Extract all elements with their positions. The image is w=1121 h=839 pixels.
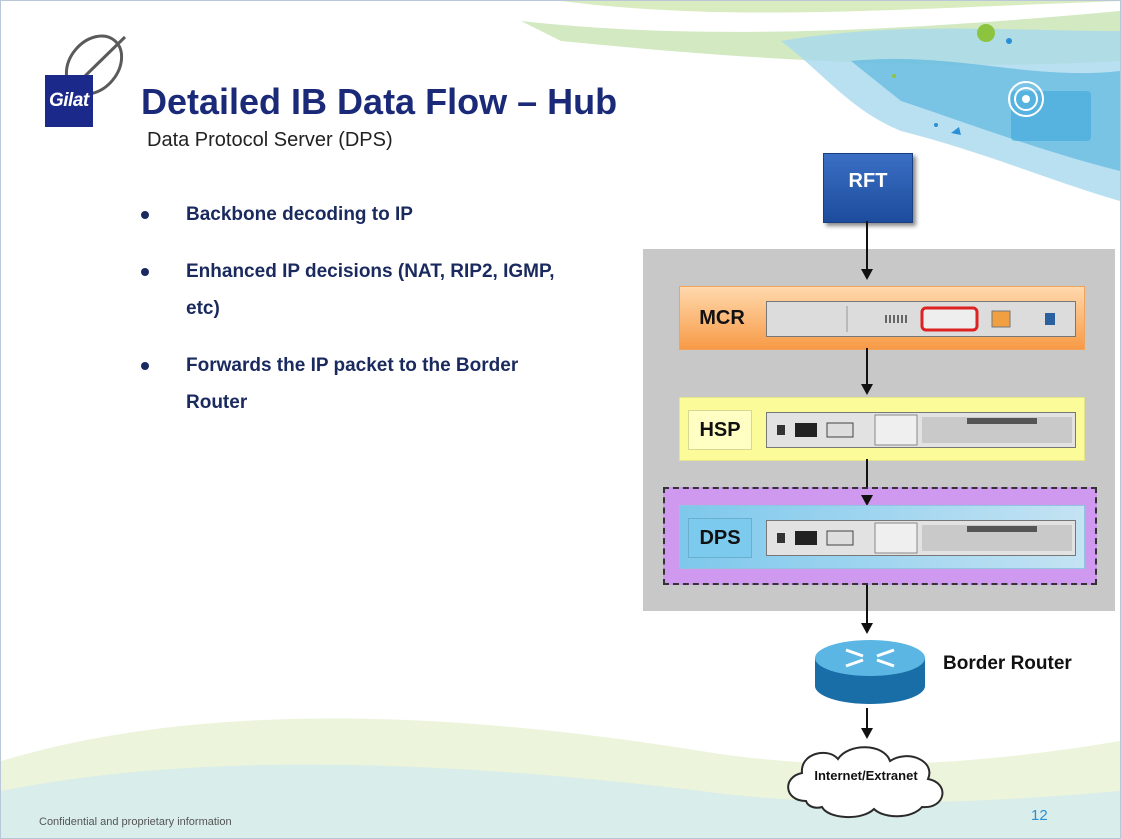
page-number: 12 xyxy=(1031,807,1048,824)
router-icon xyxy=(815,640,925,704)
hsp-label: HSP xyxy=(688,410,752,450)
mcr-chassis xyxy=(766,301,1076,337)
bullet-text: Forwards the IP packet to the Border Rou… xyxy=(186,355,519,413)
arrow-dps-router xyxy=(866,585,868,623)
bullet-dot xyxy=(141,211,149,219)
mcr-label: MCR xyxy=(699,306,745,329)
gilat-logo: Gilat xyxy=(39,25,134,127)
arrow-mcr-hsp xyxy=(866,348,868,384)
hsp-band: HSP xyxy=(679,397,1085,461)
slide-title: Detailed IB Data Flow – Hub xyxy=(141,81,618,122)
arrow-head xyxy=(861,495,873,506)
arrow-head xyxy=(861,728,873,739)
cloud-icon xyxy=(787,746,944,819)
wifi-broadcast-icon xyxy=(1008,81,1044,117)
dps-band: DPS xyxy=(679,505,1085,569)
arrow-head xyxy=(861,623,873,634)
rft-label: RFT xyxy=(848,169,888,192)
bullet-item: Enhanced IP decisions (NAT, RIP2, IGMP, … xyxy=(141,253,556,327)
arrow-hsp-dps xyxy=(866,459,868,495)
arrow-router-cloud xyxy=(866,708,868,730)
bullet-text: Enhanced IP decisions (NAT, RIP2, IGMP, … xyxy=(186,261,555,319)
bullet-list: Backbone decoding to IP Enhanced IP deci… xyxy=(141,196,621,441)
rft-box: RFT xyxy=(823,153,913,223)
arrow-rft-mcr xyxy=(866,221,868,269)
bullet-text: Backbone decoding to IP xyxy=(186,204,413,225)
bullet-dot xyxy=(141,362,149,370)
dps-label: DPS xyxy=(688,518,752,558)
dps-chassis xyxy=(766,520,1076,556)
bullet-item: Forwards the IP packet to the Border Rou… xyxy=(141,347,556,421)
slide-subtitle: Data Protocol Server (DPS) xyxy=(147,129,393,151)
top-decorative-wave xyxy=(521,1,1120,201)
footer-confidential: Confidential and proprietary information xyxy=(39,816,232,828)
bullet-dot xyxy=(141,268,149,276)
arrow-head xyxy=(861,384,873,395)
internet-extranet-label: Internet/Extranet xyxy=(814,768,918,783)
arrow-head xyxy=(861,269,873,280)
logo-text: Gilat xyxy=(49,90,89,111)
bullet-item: Backbone decoding to IP xyxy=(141,196,621,233)
mcr-band: MCR xyxy=(679,286,1085,350)
border-router-label: Border Router xyxy=(943,653,1072,674)
logo-box xyxy=(45,75,93,127)
hsp-chassis xyxy=(766,412,1076,448)
